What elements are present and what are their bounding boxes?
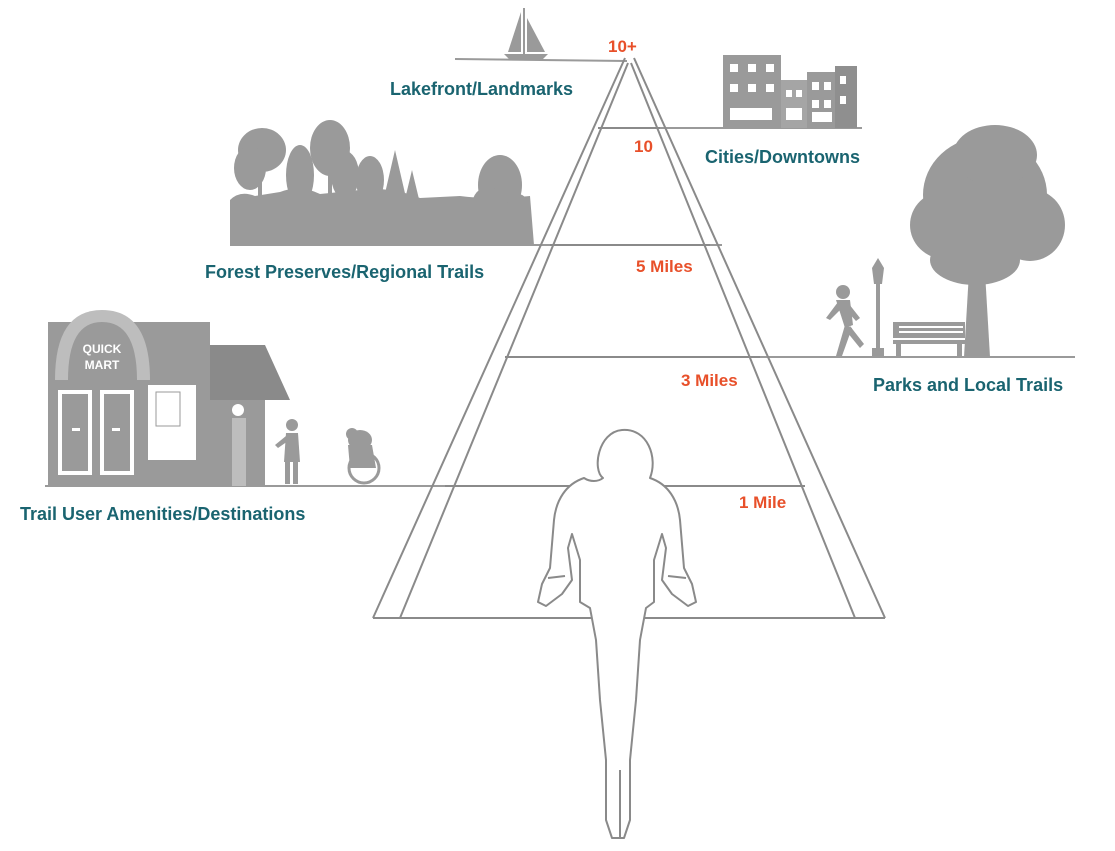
distance-10-label: 10 (634, 137, 653, 156)
distance-5-miles-label: 5 Miles (636, 257, 693, 276)
store-sign-line2: MART (85, 358, 120, 372)
bench-icon (893, 322, 965, 357)
road-left-inner-edge (399, 62, 629, 619)
road-left-outer-edge (372, 57, 626, 619)
runner-icon (826, 285, 864, 356)
quick-mart-store-icon (48, 310, 290, 486)
lakefront-landmarks-label: Lakefront/Landmarks (390, 79, 573, 99)
park-tree-icon (910, 125, 1065, 357)
distance-3-miles-label: 3 Miles (681, 371, 738, 390)
road-right-outer-edge (633, 57, 886, 619)
wheelchair-user-icon (346, 428, 381, 485)
forest-trees-icon (230, 120, 534, 245)
city-buildings-icon (723, 55, 857, 128)
cyclist-icon (537, 428, 697, 839)
road-right-inner-edge (630, 62, 856, 619)
distance-1-mile-label: 1 Mile (739, 493, 786, 512)
cities-downtowns-label: Cities/Downtowns (705, 147, 860, 167)
trail-amenities-label: Trail User Amenities/Destinations (20, 504, 305, 524)
forest-preserves-label: Forest Preserves/Regional Trails (205, 262, 484, 282)
store-sign-line1: QUICK (83, 342, 122, 356)
sailboat-icon (504, 8, 548, 60)
parks-local-trails-label: Parks and Local Trails (873, 375, 1063, 395)
distance-10-plus-label: 10+ (608, 37, 637, 56)
person-icon (232, 404, 300, 486)
lamp-post-icon (872, 258, 884, 356)
